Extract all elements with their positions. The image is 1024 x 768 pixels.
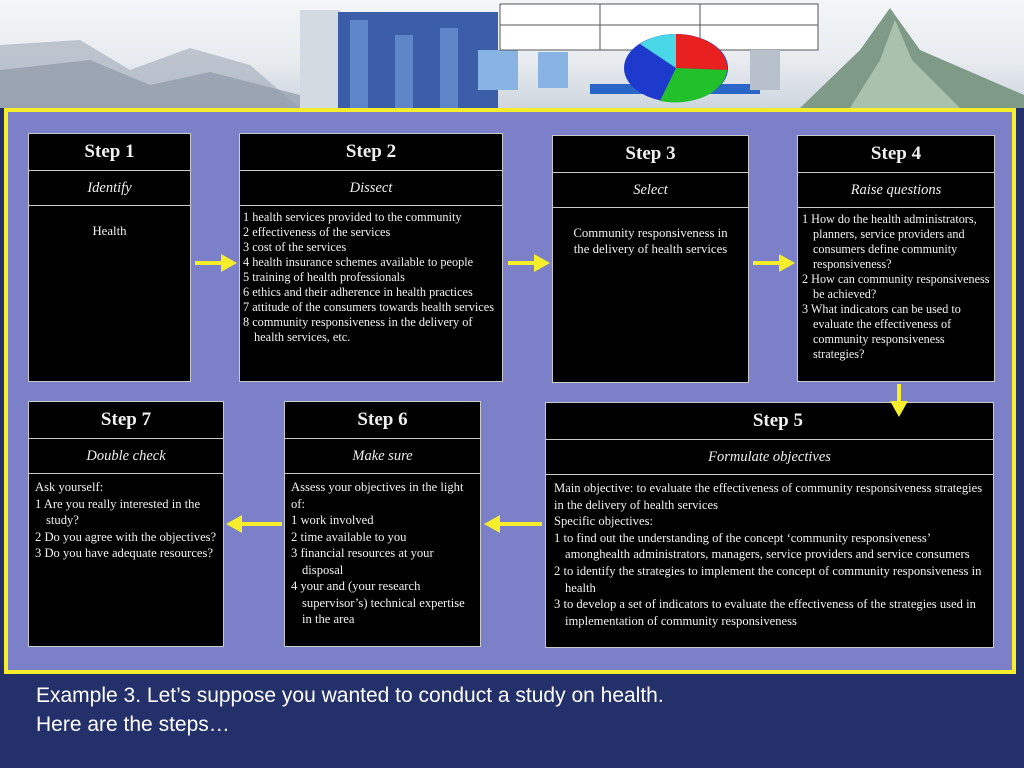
step-5-box: Step 5 Formulate objectives Main objecti… — [545, 402, 994, 648]
step-2-item: 4 health insurance schemes available to … — [243, 255, 474, 269]
step-7-item: 1 Are you really interested in the study… — [35, 496, 201, 528]
banner-graphics — [0, 3, 1024, 108]
step-2-box: Step 2 Dissect 1 health services provide… — [239, 133, 503, 382]
step-4-item: 3 What indicators can be used to evaluat… — [802, 302, 961, 361]
step-2-item: 7 attitude of the consumers towards heal… — [243, 300, 494, 314]
step-7-box: Step 7 Double check Ask yourself: 1 Are … — [28, 401, 224, 647]
step-6-intro: Assess your objectives in the light of: — [291, 480, 464, 511]
step-6-title: Step 6 — [285, 402, 480, 439]
step-7-item: 2 Do you agree with the objectives? — [35, 529, 217, 544]
step-6-item: 2 time available to you — [291, 529, 407, 544]
step-7-title: Step 7 — [29, 402, 223, 439]
step-3-action: Select — [553, 173, 748, 208]
slide-caption: Example 3. Let’s suppose you wanted to c… — [36, 681, 996, 739]
step-4-body: 1 How do the health administrators, plan… — [798, 208, 994, 366]
step-6-item: 3 financial resources at your disposal — [291, 546, 434, 577]
step-2-item: 6 ethics and their adherence in health p… — [243, 285, 473, 299]
step-3-title: Step 3 — [553, 136, 748, 173]
step-5-item: 3 to develop a set of indicators to eval… — [554, 597, 976, 628]
step-2-action: Dissect — [240, 171, 502, 206]
arrow-right-icon — [508, 254, 550, 272]
step-1-title: Step 1 — [29, 134, 190, 171]
arrow-right-icon — [195, 254, 237, 272]
step-2-list: 1 health services provided to the commun… — [243, 210, 499, 345]
step-1-text: Health — [92, 224, 127, 238]
step-6-action: Make sure — [285, 439, 480, 474]
step-7-item: 3 Do you have adequate resources? — [35, 546, 213, 560]
step-5-specific-label: Specific objectives: — [554, 514, 653, 529]
step-6-body: Assess your objectives in the light of: … — [285, 474, 480, 633]
step-3-box: Step 3 Select Community responsiveness i… — [552, 135, 749, 383]
arrow-right-icon — [753, 254, 795, 272]
arrow-left-icon — [226, 515, 282, 533]
step-1-action: Identify — [29, 171, 190, 206]
decorative-banner — [0, 0, 1024, 108]
step-5-main-objective: Main objective: to evaluate the effectiv… — [554, 481, 983, 512]
step-6-box: Step 6 Make sure Assess your objectives … — [284, 401, 481, 647]
step-5-body: Main objective: to evaluate the effectiv… — [546, 475, 993, 634]
step-4-title: Step 4 — [798, 136, 994, 173]
step-2-item: 8 community responsiveness in the delive… — [243, 315, 473, 344]
step-4-box: Step 4 Raise questions 1 How do the heal… — [797, 135, 995, 382]
step-2-item: 1 health services provided to the commun… — [243, 210, 462, 224]
step-6-item: 4 your and (your research supervisor’s) … — [291, 579, 465, 626]
caption-line-2: Here are the steps… — [36, 713, 230, 736]
step-5-list: 1 to find out the understanding of the c… — [554, 530, 985, 630]
step-5-item: 2 to identify the strategies to implemen… — [554, 563, 982, 595]
arrow-down-icon — [890, 384, 908, 417]
step-4-item: 2 How can community responsiveness be ac… — [802, 272, 990, 301]
step-2-item: 3 cost of the services — [243, 240, 347, 254]
step-1-box: Step 1 Identify Health — [28, 133, 191, 382]
step-6-item: 1 work involved — [291, 513, 374, 527]
step-4-action: Raise questions — [798, 173, 994, 208]
step-5-item: 1 to find out the understanding of the c… — [554, 530, 970, 562]
step-4-item: 1 How do the health administrators, plan… — [802, 212, 977, 271]
step-5-action: Formulate objectives — [546, 440, 993, 475]
step-2-body: 1 health services provided to the commun… — [240, 206, 502, 349]
step-7-action: Double check — [29, 439, 223, 474]
step-7-body: Ask yourself: 1 Are you really intereste… — [29, 474, 223, 567]
step-7-intro: Ask yourself: — [35, 480, 104, 494]
step-6-list: 1 work involved 2 time available to you … — [291, 512, 474, 628]
step-7-list: 1 Are you really interested in the study… — [35, 496, 217, 562]
caption-line-1: Example 3. Let’s suppose you wanted to c… — [36, 684, 664, 707]
arrow-left-icon — [484, 515, 542, 533]
step-2-item: 2 effectiveness of the services — [243, 225, 391, 239]
step-2-item: 5 training of health professionals — [243, 270, 405, 284]
step-5-title: Step 5 — [546, 403, 993, 440]
step-2-title: Step 2 — [240, 134, 502, 171]
step-4-list: 1 How do the health administrators, plan… — [802, 212, 990, 362]
step-3-text: Community responsiveness in the delivery… — [573, 226, 728, 256]
